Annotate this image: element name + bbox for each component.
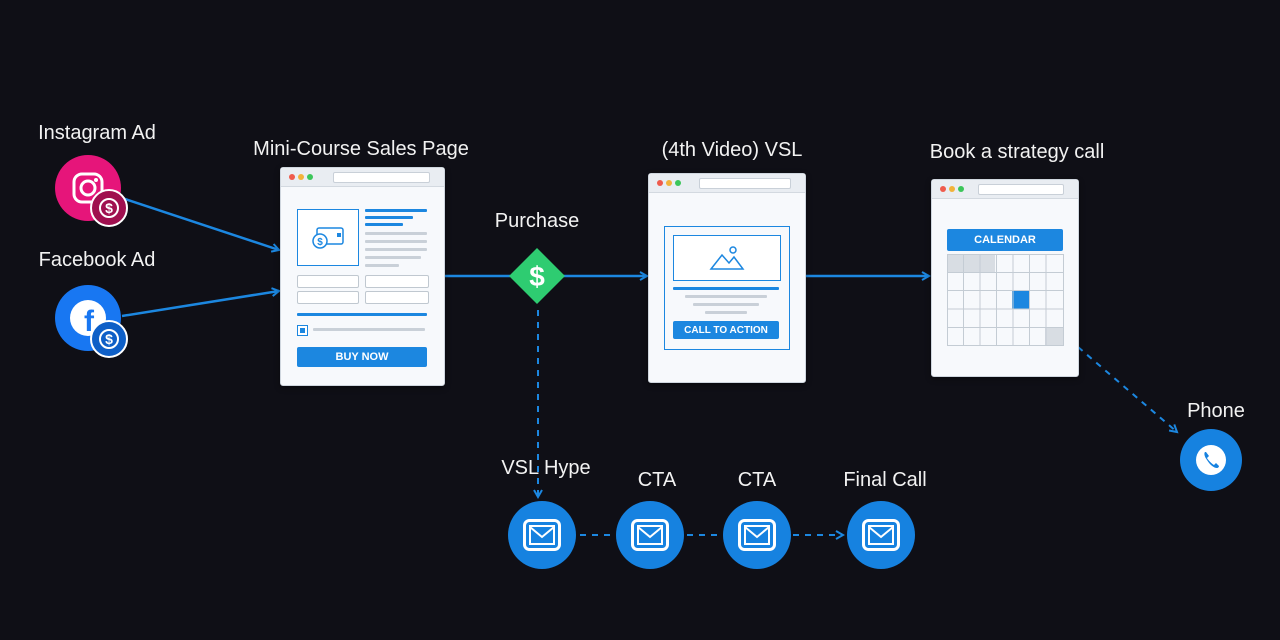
- dollar-card-icon: $: [312, 226, 344, 249]
- strategy-call-window: CALENDAR: [931, 179, 1079, 377]
- buy-now-button[interactable]: BUY NOW: [297, 347, 427, 367]
- phone-label: Phone: [1187, 400, 1245, 422]
- video-player[interactable]: [673, 235, 781, 281]
- instagram-ad-label: Instagram Ad: [38, 122, 156, 144]
- vsl-hype-label: VSL Hype: [501, 457, 591, 479]
- arrow-call-to-phone: [1077, 346, 1177, 432]
- arrow-facebook-to-sales: [121, 291, 279, 318]
- svg-text:$: $: [317, 237, 323, 248]
- email-cta-1: [616, 501, 684, 569]
- svg-text:$: $: [105, 200, 113, 216]
- svg-text:$: $: [529, 261, 545, 292]
- cta-2-label: CTA: [737, 469, 777, 491]
- call-to-action-button[interactable]: CALL TO ACTION: [673, 321, 779, 339]
- svg-text:$: $: [105, 331, 113, 347]
- calendar-header: CALENDAR: [947, 229, 1063, 251]
- arrow-instagram-to-sales: [121, 196, 279, 250]
- dollar-icon: $: [90, 189, 128, 227]
- final-call-label: Final Call: [843, 469, 927, 491]
- calendar-grid[interactable]: [947, 254, 1064, 346]
- purchase-label: Purchase: [494, 210, 580, 232]
- sales-page-window: $ BUY NOW: [280, 167, 445, 386]
- dollar-icon: $: [509, 248, 565, 304]
- email-cta-2: [723, 501, 791, 569]
- browser-bar: [649, 174, 805, 193]
- phone-icon: [1180, 429, 1242, 491]
- svg-text:f: f: [84, 305, 95, 338]
- purchase-node: $: [509, 248, 565, 304]
- vsl-label: (4th Video) VSL: [661, 139, 803, 161]
- strategy-call-label: Book a strategy call: [929, 141, 1105, 163]
- product-image: $: [297, 209, 359, 266]
- email-vsl-hype: [508, 501, 576, 569]
- email-icon: [523, 519, 561, 551]
- vsl-window: CALL TO ACTION: [648, 173, 806, 383]
- vsl-frame: CALL TO ACTION: [664, 226, 790, 350]
- facebook-ad-label: Facebook Ad: [38, 249, 156, 271]
- dollar-icon: $: [90, 320, 128, 358]
- checkbox[interactable]: [297, 325, 308, 336]
- browser-bar: [932, 180, 1078, 199]
- sales-page-label: Mini-Course Sales Page: [253, 138, 469, 160]
- email-icon: [862, 519, 900, 551]
- email-icon: [631, 519, 669, 551]
- email-final-call: [847, 501, 915, 569]
- browser-bar: [281, 168, 444, 187]
- image-icon: [709, 246, 745, 270]
- cta-1-label: CTA: [637, 469, 677, 491]
- email-icon: [738, 519, 776, 551]
